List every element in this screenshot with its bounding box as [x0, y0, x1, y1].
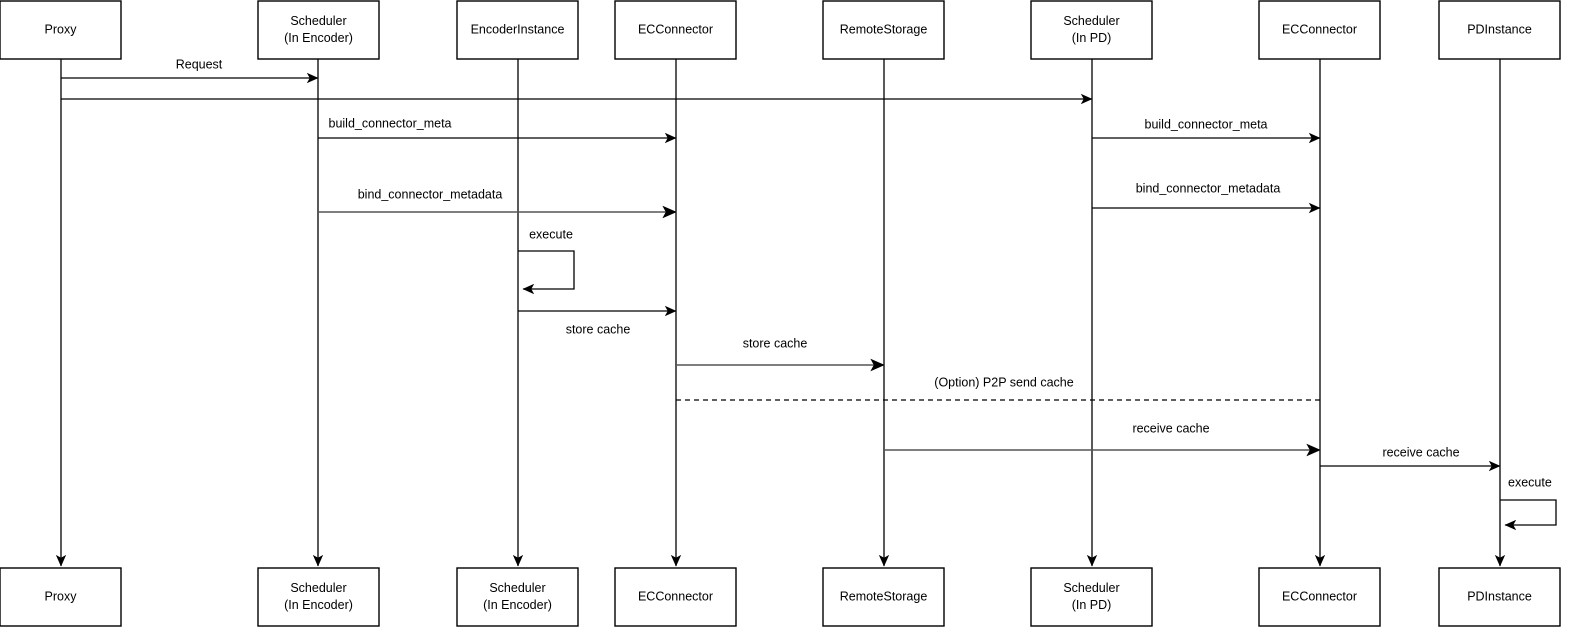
bottom-participant-label-proxy: Proxy — [45, 589, 78, 603]
top-participant-box-scheduler-in-pd[interactable] — [1030, 0, 1153, 60]
bottom-participant-label-scheduler-in-encoder: Scheduler — [290, 581, 346, 595]
bottom-participant-box-scheduler-in-pd[interactable] — [1030, 567, 1153, 627]
message-label-execute-pd: execute — [1508, 475, 1552, 489]
bottom-participant-label-ec-connector-encoder: ECConnector — [638, 589, 713, 603]
top-participant-box-pd-instance[interactable] — [1438, 0, 1561, 60]
bottom-participant-remote-storage[interactable]: RemoteStorage — [822, 567, 945, 627]
bottom-participant-label-ec-connector-pd: ECConnector — [1282, 589, 1357, 603]
bottom-participant-box-encoder-instance[interactable] — [456, 567, 579, 627]
bottom-participant-ec-connector-encoder[interactable]: ECConnector — [614, 567, 737, 627]
top-participant-label-proxy: Proxy — [45, 22, 78, 36]
message-label-bind-connector-metadata-pd: bind_connector_metadata — [1136, 181, 1281, 195]
top-participant-box-proxy[interactable] — [0, 0, 122, 60]
message-execute-encoder[interactable]: execute — [518, 227, 575, 295]
lifelines-layer — [55, 59, 1506, 567]
bottom-participant-label-scheduler-in-encoder: (In Encoder) — [284, 598, 353, 612]
bottom-participant-label-remote-storage: RemoteStorage — [840, 589, 928, 603]
bottom-participant-box-ec-connector-encoder[interactable] — [614, 567, 737, 627]
top-participant-box-ec-connector-encoder[interactable] — [614, 0, 737, 60]
top-participant-boxes: Proxy Scheduler (In Encoder) EncoderInstanc… — [0, 0, 1561, 60]
message-label-p2p-send-cache: (Option) P2P send cache — [934, 375, 1073, 389]
bottom-participant-label-scheduler-in-pd: Scheduler — [1063, 581, 1119, 595]
bottom-participant-box-proxy[interactable] — [0, 567, 122, 627]
top-participant-label-pd-instance: PDInstance — [1467, 22, 1532, 36]
top-participant-box-scheduler-in-encoder[interactable] — [257, 0, 380, 60]
bottom-participant-box-remote-storage[interactable] — [822, 567, 945, 627]
bottom-participant-pd-instance[interactable]: PDInstance — [1438, 567, 1561, 627]
bottom-participant-label-pd-instance: PDInstance — [1467, 589, 1532, 603]
message-build-connector-meta-pd[interactable]: build_connector_meta — [1092, 117, 1321, 144]
message-label-store-cache-1: store cache — [566, 322, 631, 336]
top-participant-proxy[interactable]: Proxy — [0, 0, 122, 60]
message-store-cache-2[interactable]: store cache — [676, 336, 885, 372]
top-participant-encoder-instance[interactable]: EncoderInstance — [456, 0, 579, 60]
top-participant-label-scheduler-in-encoder: (In Encoder) — [284, 31, 353, 45]
bottom-participant-box-pd-instance[interactable] — [1438, 567, 1561, 627]
top-participant-ec-connector-pd[interactable]: ECConnector — [1258, 0, 1381, 60]
message-store-cache-1[interactable]: store cache — [518, 305, 677, 336]
bottom-participant-scheduler-in-encoder[interactable]: Scheduler (In Encoder) — [257, 567, 380, 627]
message-p2p-send-cache[interactable]: (Option) P2P send cache — [676, 375, 1320, 401]
message-receive-cache-2[interactable]: receive cache — [1320, 445, 1501, 472]
message-path-execute-pd — [1500, 499, 1557, 531]
top-participant-label-ec-connector-encoder: ECConnector — [638, 22, 713, 36]
bottom-participant-label-scheduler-in-pd: (In PD) — [1072, 598, 1112, 612]
top-participant-box-ec-connector-pd[interactable] — [1258, 0, 1381, 60]
bottom-participant-encoder-instance[interactable]: Scheduler (In Encoder) — [456, 567, 579, 627]
top-participant-pd-instance[interactable]: PDInstance — [1438, 0, 1561, 60]
top-participant-label-scheduler-in-encoder: Scheduler — [290, 14, 346, 28]
message-label-receive-cache-2: receive cache — [1382, 445, 1459, 459]
message-path-execute-encoder — [518, 250, 575, 295]
message-label-receive-cache-1: receive cache — [1132, 421, 1209, 435]
bottom-participant-label-encoder-instance: Scheduler — [489, 581, 545, 595]
bottom-participant-box-ec-connector-pd[interactable] — [1258, 567, 1381, 627]
message-label-execute-encoder: execute — [529, 227, 573, 241]
message-bind-connector-metadata-encoder[interactable]: bind_connector_metadata — [318, 187, 677, 219]
message-label-bind-connector-metadata-encoder: bind_connector_metadata — [358, 187, 503, 201]
bottom-participant-boxes: Proxy Scheduler (In Encoder) Scheduler (In E… — [0, 567, 1561, 627]
message-label-build-connector-meta-pd: build_connector_meta — [1145, 117, 1268, 131]
message-build-connector-meta-encoder[interactable]: build_connector_meta — [318, 116, 677, 144]
message-label-build-connector-meta-encoder: build_connector_meta — [329, 116, 452, 130]
top-participant-scheduler-in-encoder[interactable]: Scheduler (In Encoder) — [257, 0, 380, 60]
message-receive-cache-1[interactable]: receive cache — [884, 421, 1321, 457]
message-bind-connector-metadata-pd[interactable]: bind_connector_metadata — [1092, 181, 1321, 214]
top-participant-label-encoder-instance: EncoderInstance — [471, 22, 565, 36]
messages-layer: Request build_connector_meta build_connect… — [61, 57, 1557, 531]
message-execute-pd[interactable]: execute — [1500, 475, 1557, 531]
message-label-store-cache-2: store cache — [743, 336, 808, 350]
message-label-request: Request — [176, 57, 223, 71]
top-participant-ec-connector-encoder[interactable]: ECConnector — [614, 0, 737, 60]
bottom-participant-box-scheduler-in-encoder[interactable] — [257, 567, 380, 627]
top-participant-box-encoder-instance[interactable] — [456, 0, 579, 60]
top-participant-label-remote-storage: RemoteStorage — [840, 22, 928, 36]
bottom-participant-ec-connector-pd[interactable]: ECConnector — [1258, 567, 1381, 627]
top-participant-label-scheduler-in-pd: (In PD) — [1072, 31, 1112, 45]
bottom-participant-label-encoder-instance: (In Encoder) — [483, 598, 552, 612]
top-participant-box-remote-storage[interactable] — [822, 0, 945, 60]
bottom-participant-scheduler-in-pd[interactable]: Scheduler (In PD) — [1030, 567, 1153, 627]
top-participant-remote-storage[interactable]: RemoteStorage — [822, 0, 945, 60]
top-participant-scheduler-in-pd[interactable]: Scheduler (In PD) — [1030, 0, 1153, 60]
message-request[interactable]: Request — [61, 57, 319, 84]
top-participant-label-ec-connector-pd: ECConnector — [1282, 22, 1357, 36]
bottom-participant-proxy[interactable]: Proxy — [0, 567, 122, 627]
top-participant-label-scheduler-in-pd: Scheduler — [1063, 14, 1119, 28]
